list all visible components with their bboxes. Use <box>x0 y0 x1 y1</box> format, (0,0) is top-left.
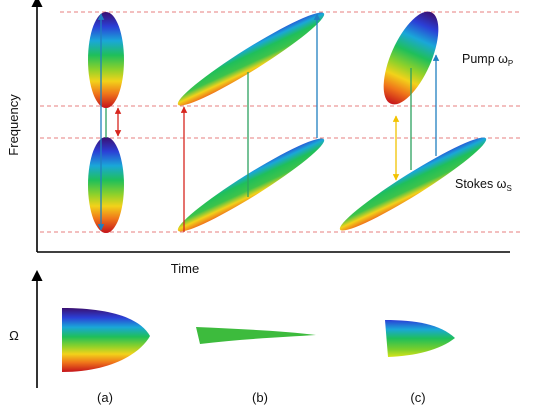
stokes-pulse-a <box>88 137 124 233</box>
stokes-pulse-b <box>177 138 325 232</box>
pump-label: Pump ωP <box>462 52 513 68</box>
y-axis-label: Frequency <box>6 94 21 156</box>
stokes-pulse-c <box>339 137 487 231</box>
stokes-label-text: Stokes ω <box>455 177 507 191</box>
stokes-label-sub: S <box>506 184 511 193</box>
guide-lines <box>40 11 520 233</box>
pump-label-sub: P <box>508 59 513 68</box>
panel-label-b: (b) <box>252 390 268 405</box>
panel-c-pulses <box>339 11 487 231</box>
stokes-label: Stokes ωS <box>455 177 512 193</box>
panel-b-pulses <box>177 12 325 232</box>
spectrum-shape-b <box>196 327 316 344</box>
pump-label-text: Pump ω <box>462 52 508 66</box>
spectrum-shape-c <box>385 320 455 357</box>
panel-a-pulses <box>88 12 124 233</box>
main-axes <box>31 0 510 253</box>
pump-pulse-c <box>383 11 439 105</box>
spectrum-shape-a <box>62 308 150 372</box>
panel-label-a: (a) <box>97 390 113 405</box>
pump-pulse-b <box>177 12 325 106</box>
pump-pulse-a <box>88 12 124 108</box>
lower-y-axis-label: Ω <box>9 328 19 343</box>
x-axis-label: Time <box>171 261 199 276</box>
panel-label-c: (c) <box>410 390 425 405</box>
